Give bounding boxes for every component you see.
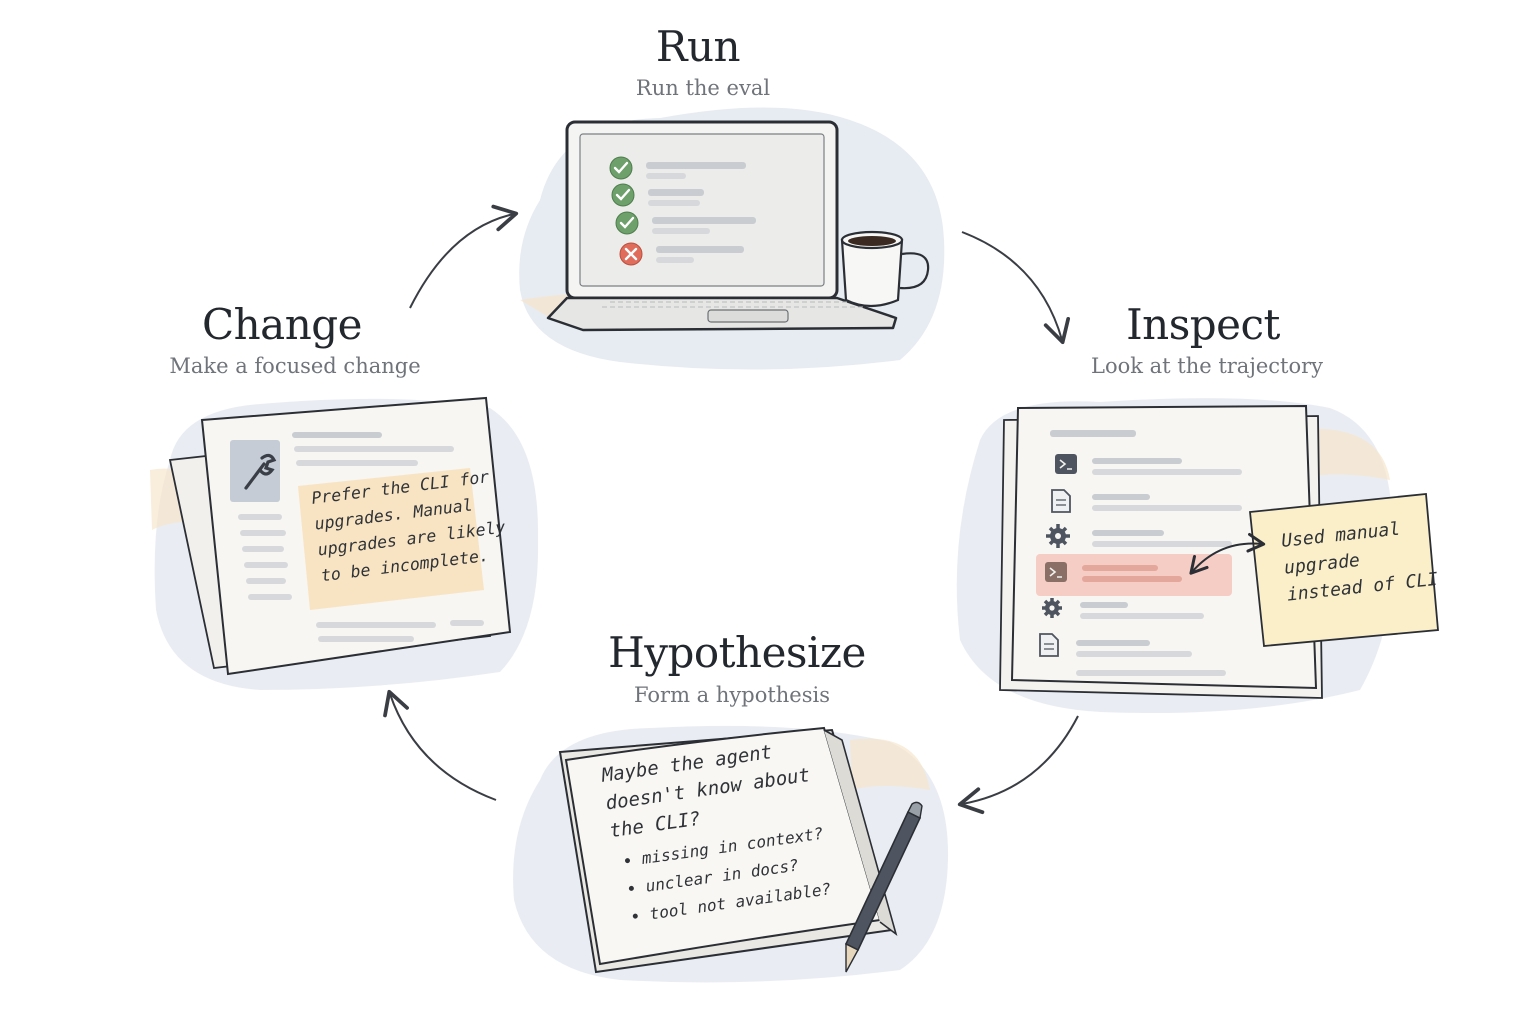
gear-icon xyxy=(1046,524,1070,548)
step-subtitle-change: Make a focused change xyxy=(169,354,421,378)
link-arrow xyxy=(1189,532,1266,575)
gear-icon xyxy=(1042,598,1062,618)
document-icon xyxy=(1039,633,1059,657)
document-icon xyxy=(1051,489,1071,513)
step-subtitle-run: Run the eval xyxy=(635,76,771,100)
hypothesis-note: Maybe the agent doesn't know about the C… xyxy=(600,733,833,933)
arrow-inspect-to-hypothesize xyxy=(957,715,1079,815)
hypothesize-illustration xyxy=(513,725,949,983)
arrow-hypothesize-to-change xyxy=(383,689,497,801)
inspect-sticky-note-text: Used manual upgrade instead of CLI xyxy=(1280,512,1439,608)
run-illustration xyxy=(519,107,945,370)
change-illustration xyxy=(150,396,539,690)
step-title-hypothesize: Hypothesize xyxy=(608,628,866,677)
step-title-run: Run xyxy=(655,22,741,71)
step-subtitle-hypothesize: Form a hypothesis xyxy=(633,683,831,707)
highlighted-step xyxy=(1036,554,1232,596)
arrow-run-to-inspect xyxy=(961,231,1071,345)
sticky-note xyxy=(1249,493,1439,647)
step-title-inspect: Inspect xyxy=(1126,300,1280,349)
step-title-change: Change xyxy=(201,300,363,349)
arrow-change-to-run xyxy=(409,204,519,309)
coffee-mug-icon xyxy=(840,230,930,308)
change-note-highlight xyxy=(298,468,484,610)
pencil-icon xyxy=(844,801,923,973)
inspect-illustration xyxy=(956,398,1439,714)
wrench-icon xyxy=(244,453,277,490)
step-subtitle-inspect: Look at the trajectory xyxy=(1090,354,1324,378)
